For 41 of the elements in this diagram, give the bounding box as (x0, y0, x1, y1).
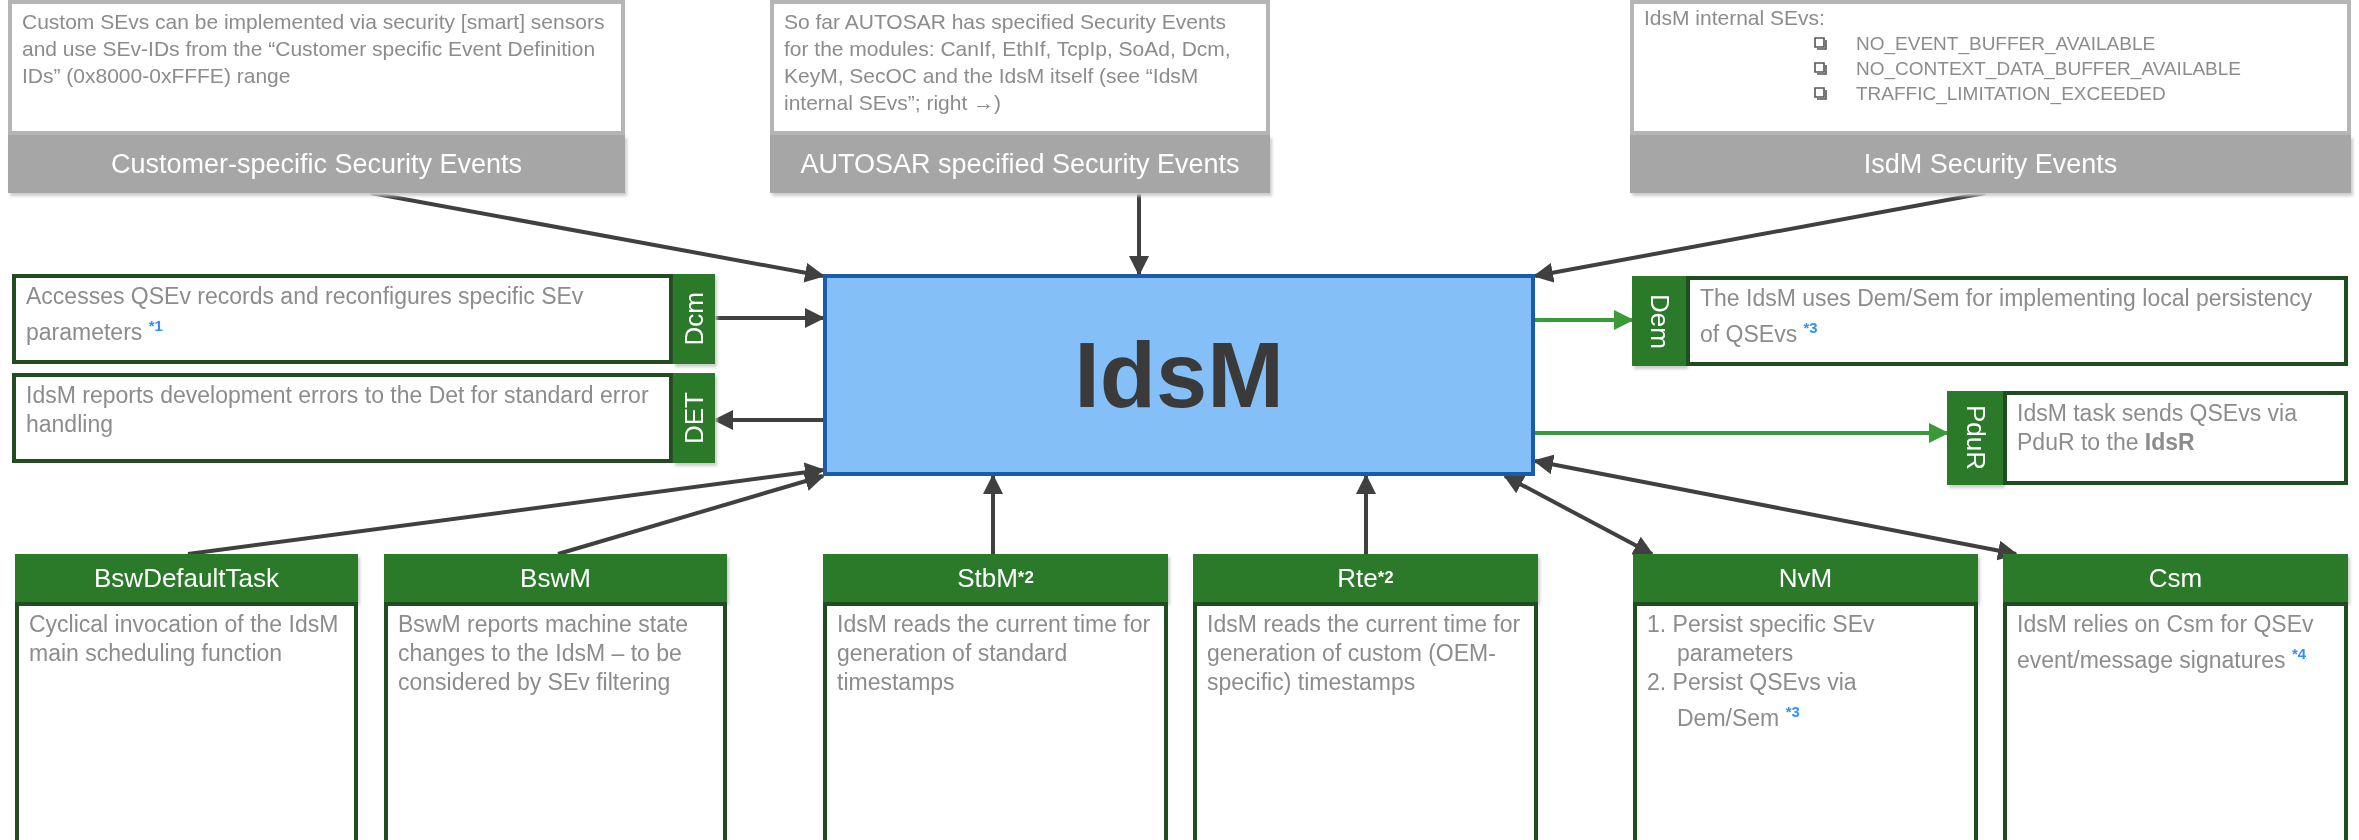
description-box: IdsM task sends QSEvs via PduR to the IdsR (2003, 391, 2348, 485)
module-box: IdsM (823, 274, 1535, 476)
module-tab: Csm (2003, 554, 2348, 602)
module-tab: Dem (1632, 276, 1686, 366)
description-box: IdsM reads the current time for generation of custom (OEM-specific) timestamps (1193, 602, 1538, 840)
description-box: Custom SEvs can be implemented via security [smart] sensors and use SEv-IDs from the “Customer specific Event Definition IDs” (0x8000-0xFFFE) range (8, 0, 625, 135)
description-box: Cyclical invocation of the IdsM main scheduling function (15, 602, 358, 840)
arrow (1356, 474, 1376, 554)
description-text: IdsM internal SEvs: (1644, 5, 1826, 31)
arrow (1535, 310, 1634, 330)
arrow (715, 308, 825, 328)
list-item: NO_EVENT_BUFFER_AVAILABLE (1856, 32, 2156, 56)
arrow (983, 474, 1003, 554)
description-box: BswM reports machine state changes to the IdsM – to be considered by SEv filtering (384, 602, 727, 840)
arrow (370, 191, 825, 283)
list-item: TRAFFIC_LIMITATION_EXCEEDED (1856, 82, 2166, 106)
category-band: AUTOSAR specified Security Events (770, 135, 1270, 193)
category-band: Customer-specific Security Events (8, 135, 625, 193)
description-box: IdsM relies on Csm for QSEv event/message signatures $^{*4}$ (2003, 602, 2348, 840)
category-band: IsdM Security Events (1630, 135, 2351, 193)
description-box: IdsM reads the current time for generation of standard timestamps (823, 602, 1168, 840)
module-tab: DET (673, 373, 715, 463)
arrow (1535, 423, 1949, 443)
module-tab: Rte$^{*2}$ (1193, 554, 1538, 602)
arrow (1129, 193, 1149, 276)
description-box: 1. Persist specific SEv parameters 2. Persist QSEvs via Dem/Sem $^{*3}$ (1633, 602, 1978, 840)
list-item: NO_CONTEXT_DATA_BUFFER_AVAILABLE (1856, 57, 2242, 81)
module-tab: NvM (1633, 554, 1978, 602)
description-box: The IdsM uses Dem/Sem for implementing local persistency of QSEvs $^{*3}$ (1686, 276, 2348, 366)
module-tab: StbM$^{*2}$ (823, 554, 1168, 602)
description-box: IdsM reports development errors to the Det for standard error handling (12, 373, 673, 463)
arrow (187, 462, 825, 556)
module-tab: Dcm (673, 274, 715, 364)
module-tab: PduR (1947, 391, 2003, 485)
arrow (1503, 474, 1654, 556)
description-box: So far AUTOSAR has specified Security Events for the modules: CanIf, EthIf, TcpIp, SoAd, Dcm, KeyM, SecOC and the IdsM itself (see “IdsM internal SEvs”; right →) (770, 0, 1270, 135)
arrow (557, 471, 825, 556)
module-tab: BswDefaultTask (15, 554, 358, 602)
arrow (1533, 191, 1986, 283)
module-tab: BswM (384, 554, 727, 602)
description-box: Accesses QSEv records and reconfigures specific SEv parameters $^{*1}$ (12, 274, 673, 364)
